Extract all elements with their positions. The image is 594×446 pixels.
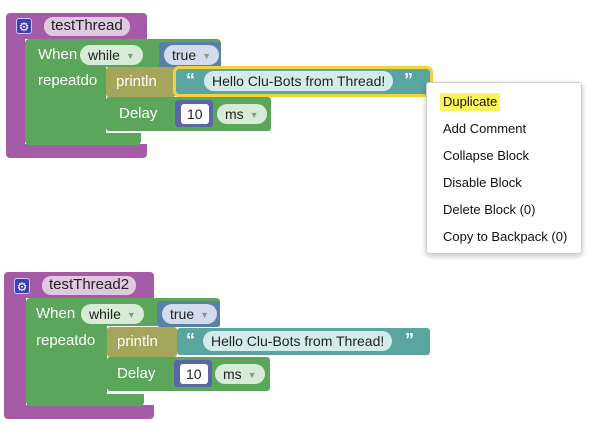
repeatdo-label: repeatdo <box>36 332 96 349</box>
context-menu: Duplicate Add Comment Collapse Block Dis… <box>426 82 582 254</box>
string-field-2[interactable]: Hello Clu-Bots from Thread! <box>203 331 393 351</box>
thread-name-2[interactable]: testThread2 <box>42 276 137 295</box>
dropdown-caret-icon: ▼ <box>126 310 136 320</box>
when-label: When <box>38 46 78 63</box>
dropdown-caret-icon: ▼ <box>125 51 135 61</box>
menu-item-add-comment[interactable]: Add Comment <box>443 121 527 136</box>
unit-value: ms <box>225 106 244 122</box>
unit-dropdown-1[interactable]: ms ▼ <box>217 104 267 124</box>
condition-dropdown-1[interactable]: while ▼ <box>80 45 143 65</box>
quote-open-icon: “ <box>186 330 195 350</box>
loop-side-1 <box>25 67 106 133</box>
unit-value: ms <box>223 366 242 382</box>
menu-item-collapse-block[interactable]: Collapse Block <box>443 148 529 163</box>
condition-value: while <box>89 306 121 322</box>
repeatdo-label: repeatdo <box>38 72 98 89</box>
thread-body-2 <box>4 298 26 408</box>
quote-close-icon: ” <box>405 330 414 350</box>
dropdown-caret-icon: ▼ <box>247 370 257 380</box>
boolean-value: true <box>170 306 195 322</box>
delay-value-field-1[interactable]: 10 <box>181 104 209 124</box>
menu-item-delete-block[interactable]: Delete Block (0) <box>443 202 536 217</box>
menu-item-copy-to-backpack[interactable]: Copy to Backpack (0) <box>443 229 568 244</box>
delay-label: Delay <box>119 105 158 122</box>
boolean-value: true <box>172 47 197 63</box>
quote-open-icon: “ <box>186 70 195 90</box>
println-block-1[interactable] <box>106 67 176 97</box>
string-field-1[interactable]: Hello Clu-Bots from Thread! <box>204 71 394 91</box>
dropdown-caret-icon: ▼ <box>202 51 212 61</box>
condition-value: while <box>88 47 120 63</box>
thread-footer-2 <box>4 405 154 419</box>
delay-value-field-2[interactable]: 10 <box>180 364 208 384</box>
unit-dropdown-2[interactable]: ms ▼ <box>215 364 265 384</box>
when-label: When <box>36 305 76 322</box>
thread-footer-1 <box>6 144 147 158</box>
println-block-2[interactable] <box>107 327 177 357</box>
loop-footer-1 <box>25 133 141 145</box>
delay-label: Delay <box>117 365 156 382</box>
thread-name-1[interactable]: testThread <box>44 17 130 36</box>
println-label: println <box>117 333 158 350</box>
menu-item-duplicate[interactable]: Duplicate <box>440 93 501 111</box>
thread-body-1 <box>6 39 25 146</box>
dropdown-caret-icon: ▼ <box>200 310 210 320</box>
boolean-dropdown-2[interactable]: true ▼ <box>162 304 218 324</box>
menu-item-disable-block[interactable]: Disable Block <box>443 175 522 190</box>
condition-dropdown-2[interactable]: while ▼ <box>81 304 144 324</box>
loop-side-2 <box>26 326 107 394</box>
println-label: println <box>116 73 157 90</box>
gear-icon[interactable]: ⚙ <box>16 18 32 34</box>
loop-footer-2 <box>26 394 144 406</box>
gear-icon[interactable]: ⚙ <box>14 278 30 294</box>
quote-close-icon: ” <box>404 70 413 90</box>
dropdown-caret-icon: ▼ <box>249 110 259 120</box>
boolean-dropdown-1[interactable]: true ▼ <box>164 45 220 65</box>
